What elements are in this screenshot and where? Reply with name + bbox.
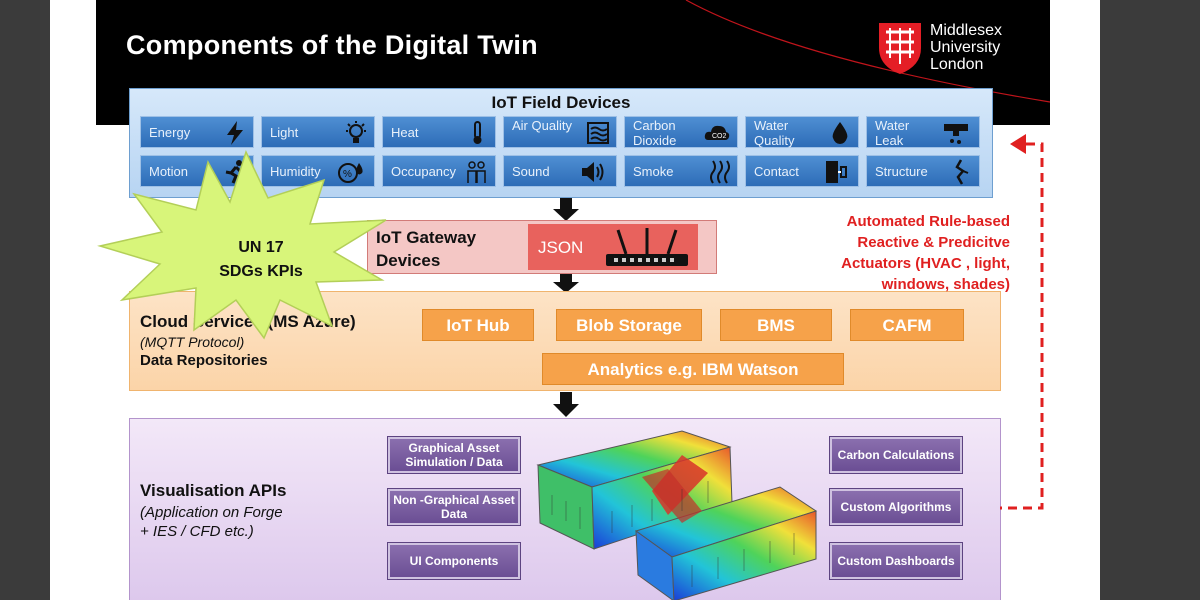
blob-storage-button: Blob Storage bbox=[556, 309, 702, 341]
shield-icon bbox=[879, 23, 921, 74]
tile-carbon-dioxide: Carbon Dioxide CO2 bbox=[624, 116, 738, 148]
page-margin-left bbox=[50, 0, 96, 600]
tile-light: Light bbox=[261, 116, 375, 148]
graphical-asset-button: Graphical Asset Simulation / Data bbox=[387, 436, 521, 474]
svg-text:CO2: CO2 bbox=[712, 133, 727, 140]
tile-water-leak: Water Leak bbox=[866, 116, 980, 148]
page-margin-right bbox=[1050, 0, 1100, 600]
sdg-line-1: UN 17 bbox=[238, 239, 284, 256]
tile-label: Water Leak bbox=[875, 118, 910, 148]
tile-water-quality: Water Quality bbox=[745, 116, 859, 148]
tile-energy: Energy bbox=[140, 116, 254, 148]
speaker-icon bbox=[582, 162, 604, 182]
analytics-button: Analytics e.g. IBM Watson bbox=[542, 353, 844, 385]
slide: Components of the Digital Twin Middlesex… bbox=[96, 0, 1050, 600]
tile-smoke: Smoke bbox=[624, 155, 738, 187]
door-contact-icon bbox=[826, 161, 847, 183]
router-icon bbox=[606, 228, 688, 266]
bms-button: BMS bbox=[720, 309, 832, 341]
sdg-line-2: SDGs KPIs bbox=[219, 263, 303, 280]
tile-label: Structure bbox=[875, 164, 928, 179]
tile-sound: Sound bbox=[503, 155, 617, 187]
iot-hub-button: IoT Hub bbox=[422, 309, 534, 341]
logo-line-2: University bbox=[930, 39, 1001, 56]
feedback-dashed-arrow bbox=[1000, 134, 1044, 510]
json-box: JSON bbox=[528, 224, 698, 270]
ui-components-button: UI Components bbox=[387, 542, 521, 580]
tile-label: Air Quality bbox=[512, 118, 572, 133]
cafm-button: CAFM bbox=[850, 309, 964, 341]
custom-dashboards-button: Custom Dashboards bbox=[829, 542, 963, 580]
carbon-calculations-button: Carbon Calculations bbox=[829, 436, 963, 474]
pipe-leak-icon bbox=[944, 124, 968, 144]
logo-line-3: London bbox=[930, 56, 984, 73]
people-icon bbox=[467, 161, 486, 183]
cloud-line-3: Data Repositories bbox=[140, 352, 268, 369]
tile-heat: Heat bbox=[382, 116, 496, 148]
tile-air-quality: Air Quality bbox=[503, 116, 617, 148]
vis-text: Visualisation APIs (Application on Forge… bbox=[140, 481, 286, 540]
custom-algorithms-button: Custom Algorithms bbox=[829, 488, 963, 526]
window-frame-left bbox=[0, 0, 50, 600]
tile-label: Sound bbox=[512, 164, 550, 179]
down-arrow-3 bbox=[553, 392, 579, 417]
tile-structure: Structure bbox=[866, 155, 980, 187]
logo-text: Middlesex University London bbox=[930, 22, 1002, 73]
visualisation-panel: Visualisation APIs (Application on Forge… bbox=[129, 418, 1001, 600]
humidity-icon: % bbox=[338, 163, 363, 183]
down-arrow-1 bbox=[553, 198, 579, 221]
svg-text:%: % bbox=[343, 169, 352, 180]
smoke-icon bbox=[710, 160, 730, 184]
sdg-kpi-label: UN 17 SDGs KPIs bbox=[201, 236, 321, 284]
tile-label: Contact bbox=[754, 164, 799, 179]
vis-line-1: Visualisation APIs bbox=[140, 481, 287, 500]
tile-label: Occupancy bbox=[391, 164, 457, 179]
tile-label: Carbon Dioxide bbox=[633, 118, 677, 148]
iot-panel-title: IoT Field Devices bbox=[491, 93, 631, 112]
university-logo: Middlesex University London bbox=[876, 20, 1046, 80]
gateway-label: IoT Gateway Devices bbox=[376, 226, 476, 272]
down-arrow-2 bbox=[553, 272, 579, 293]
iot-gateway-panel: IoT Gateway Devices JSON bbox=[367, 220, 717, 274]
vis-line-2: (Application on Forge bbox=[140, 504, 283, 521]
tile-label: Light bbox=[270, 125, 299, 140]
slide-title: Components of the Digital Twin bbox=[126, 30, 538, 60]
gateway-line-2: Devices bbox=[376, 251, 441, 270]
json-label: JSON bbox=[538, 238, 584, 257]
non-graphical-asset-button: Non -Graphical Asset Data bbox=[387, 488, 521, 526]
tile-label: Heat bbox=[391, 125, 419, 140]
actuators-line-2: Reactive & Predicitve bbox=[857, 234, 1010, 251]
tile-contact: Contact bbox=[745, 155, 859, 187]
tile-label: Motion bbox=[149, 164, 189, 179]
water-drop-icon bbox=[832, 122, 848, 144]
thermometer-icon bbox=[473, 121, 482, 144]
cloud-line-2: (MQTT Protocol) bbox=[140, 334, 245, 350]
logo-line-1: Middlesex bbox=[930, 22, 1003, 39]
tile-label: Water Quality bbox=[754, 118, 795, 148]
lightbulb-icon bbox=[346, 121, 366, 143]
lightning-icon bbox=[227, 121, 243, 145]
building-heatmap-model bbox=[536, 430, 818, 600]
tile-label: Humidity bbox=[270, 164, 321, 179]
starburst-callout bbox=[97, 149, 387, 340]
tile-motion: Motion bbox=[140, 155, 254, 187]
co2-cloud-icon: CO2 bbox=[704, 125, 730, 140]
actuators-line-3: Actuators (HVAC , light, bbox=[841, 255, 1010, 272]
window-frame-right bbox=[1100, 0, 1200, 600]
gateway-line-1: IoT Gateway bbox=[376, 228, 477, 247]
actuators-line-1: Automated Rule-based bbox=[846, 213, 1010, 230]
tile-occupancy: Occupancy bbox=[382, 155, 496, 187]
air-quality-icon bbox=[587, 122, 609, 144]
tile-label: Energy bbox=[149, 125, 191, 140]
vis-line-3: + IES / CFD etc.) bbox=[140, 523, 254, 540]
actuators-line-4: windows, shades) bbox=[881, 276, 1010, 293]
tile-label: Smoke bbox=[633, 164, 674, 179]
iot-field-devices-panel: IoT Field Devices Energy Light Heat Air … bbox=[129, 88, 993, 198]
crack-icon bbox=[955, 159, 969, 185]
actuators-label: Automated Rule-based Reactive & Predicit… bbox=[792, 211, 1010, 295]
